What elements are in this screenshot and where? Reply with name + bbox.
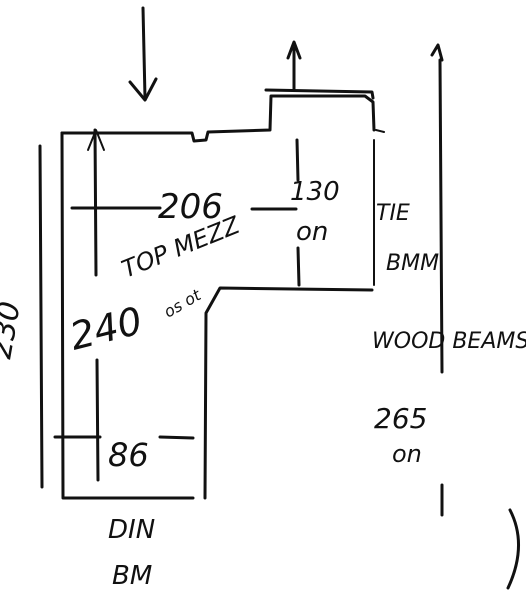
dimension-note-240: os ot xyxy=(161,285,205,321)
label-din-bm-line1: DIN xyxy=(108,515,155,545)
label-wood-beams: WOOD BEAMS xyxy=(372,329,526,354)
label-tie-beam-line2: BMM xyxy=(386,251,439,276)
dimension-label-230: 230 xyxy=(0,299,28,361)
dimension-line-86 xyxy=(53,435,195,440)
label-din-bm-line2: BM xyxy=(112,561,152,591)
dimension-line-240 xyxy=(87,128,105,482)
dimension-unit-130: on xyxy=(296,217,328,247)
dimension-line-206 xyxy=(70,206,298,211)
dimension-label-206: 206 xyxy=(158,187,223,227)
edge-curve xyxy=(506,508,520,590)
dimension-label-265: 265 xyxy=(374,402,427,435)
dimension-label-86: 86 xyxy=(108,436,149,474)
dimension-label-240: 240 xyxy=(66,298,147,358)
right-reference-line xyxy=(375,43,444,517)
label-tie-beam-line1: TIE xyxy=(376,201,410,226)
dimension-unit-265: on xyxy=(392,440,422,468)
outer-wall xyxy=(60,88,376,500)
dimension-line-230 xyxy=(38,144,44,489)
down-arrow-icon xyxy=(128,6,158,102)
dimension-line-130 xyxy=(295,138,301,287)
up-arrow-icon xyxy=(286,40,302,92)
dimension-label-130: 130 xyxy=(290,177,340,207)
